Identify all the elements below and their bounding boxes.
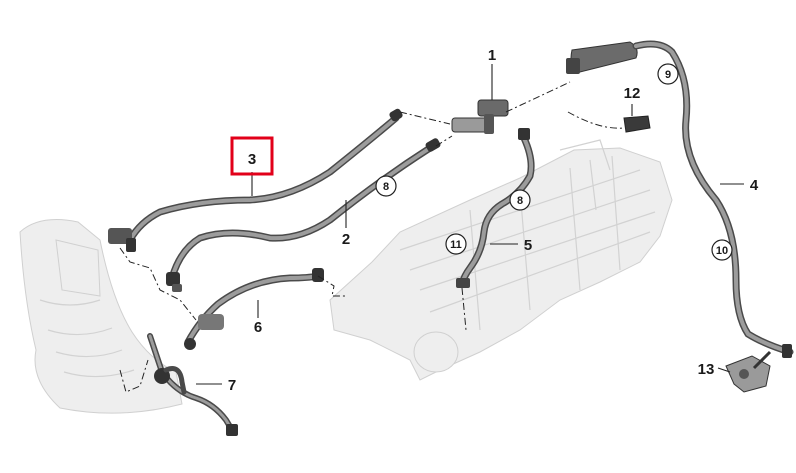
svg-text:11: 11 <box>450 239 462 251</box>
connector-1 <box>451 99 509 134</box>
hose-7 <box>147 333 238 436</box>
callout-3: 3 <box>248 151 256 168</box>
callout-13: 13 <box>698 361 715 378</box>
callout-2: 2 <box>342 231 350 248</box>
callout-5: 5 <box>524 237 532 254</box>
svg-text:8: 8 <box>517 195 523 207</box>
svg-text:10: 10 <box>716 245 728 257</box>
highlight-box <box>230 136 274 176</box>
hose-5 <box>456 128 535 288</box>
circled-ref-9: 9 <box>657 63 679 85</box>
bracket-13 <box>725 350 772 393</box>
hose-4 <box>632 40 794 358</box>
ghost-intake-manifold <box>329 139 673 381</box>
dashed-connectors <box>119 81 625 393</box>
callout-1: 1 <box>488 47 496 64</box>
callout-6: 6 <box>254 319 262 336</box>
circled-ref-10: 10 <box>711 239 733 261</box>
canister-part <box>566 41 638 74</box>
svg-text:9: 9 <box>665 69 671 81</box>
callout-4: 4 <box>750 177 759 194</box>
ghost-intake-duct <box>19 219 183 414</box>
circled-ref-8a: 8 <box>375 175 397 197</box>
part-12 <box>623 115 651 133</box>
leader-lines <box>196 64 744 385</box>
svg-text:8: 8 <box>383 181 389 193</box>
callout-12: 12 <box>624 85 641 102</box>
callout-7: 7 <box>228 377 236 394</box>
circled-ref-8b: 8 <box>509 189 531 211</box>
hose-6 <box>184 268 324 350</box>
hose-3 <box>108 108 403 252</box>
circled-ref-11: 11 <box>445 233 467 255</box>
hose-2 <box>166 138 441 292</box>
